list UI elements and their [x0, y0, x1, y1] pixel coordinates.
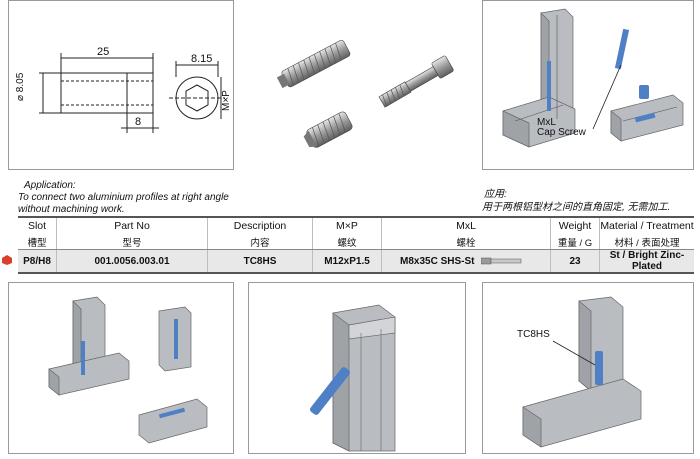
bottom-left-panel [8, 282, 234, 454]
bottom-right-panel: TC8HS [482, 282, 694, 454]
header-description-cn: 内容 [207, 234, 313, 250]
product-illustration [250, 10, 460, 170]
drawing-panel: 25 8.15 ⌀ 8.05 8 M×P [8, 0, 234, 170]
header-weight-cn: 重量 / G [550, 234, 600, 250]
body-side-view [60, 72, 154, 114]
header-part-no-cn: 型号 [56, 234, 208, 250]
technical-drawing [39, 53, 225, 133]
screw-icon [481, 257, 522, 265]
cell-screw-text: M8x35C SHS-St [400, 255, 475, 267]
header-weight: Weight [550, 216, 600, 234]
header-slot-cn: 槽型 [18, 234, 57, 250]
application-text-line1: To connect two aluminium profiles at rig… [18, 192, 229, 203]
header-part-no: Part No [56, 216, 208, 234]
callout-mxl: MxL [537, 117, 556, 128]
assembly-panel: MxL Cap Screw [482, 0, 694, 170]
header-material-cn: 材料 / 表面处理 [599, 234, 694, 250]
callout-cap-screw: Cap Screw [537, 127, 586, 138]
application-text-line2: without machining work. [18, 204, 125, 215]
header-row-cn: 槽型 型号 内容 螺纹 螺栓 重量 / G 材料 / 表面处理 [18, 234, 694, 250]
dim-thread-length: 8 [135, 116, 142, 128]
application-title: Application: [24, 180, 76, 191]
cell-thread: M12xP1.5 [312, 249, 382, 274]
assembly-step-1-illustration [48, 296, 208, 444]
assembly-illustration [502, 8, 684, 148]
callout-tc8hs: TC8HS [517, 329, 550, 340]
dim-diameter: ⌀ 8.05 [15, 72, 26, 101]
header-row-en: Slot Part No Description M×P MxL Weight … [18, 216, 694, 234]
application-text-cn: 用于两根铝型材之间的直角固定, 无需加工. [482, 202, 671, 213]
screws-illustration [276, 39, 454, 148]
bottom-middle-panel [248, 282, 466, 454]
header-description: Description [207, 216, 313, 234]
header-thread-cn: 螺纹 [312, 234, 382, 250]
application-title-cn: 应用: [484, 189, 507, 200]
assembly-step-2-illustration [310, 304, 396, 452]
dim-length: 25 [97, 46, 110, 58]
cell-part-no: 001.0056.003.01 [56, 249, 208, 274]
dim-width: 8.15 [191, 53, 213, 65]
cell-screw: M8x35C SHS-St [381, 249, 551, 274]
cell-material: St / Bright Zinc-Plated [599, 249, 694, 274]
cell-slot: P8/H8 [18, 249, 57, 274]
header-thread: M×P [312, 216, 382, 234]
cell-weight: 23 [550, 249, 600, 274]
spec-table: Slot Part No Description M×P MxL Weight … [18, 216, 694, 274]
header-material: Material / Treatment [599, 216, 694, 234]
row-marker-icon [2, 255, 12, 265]
header-screw: MxL [381, 216, 551, 234]
header-slot: Slot [18, 216, 57, 234]
assembly-step-3-illustration [522, 296, 642, 448]
cell-description: TC8HS [207, 249, 313, 274]
dim-thread: M×P [221, 90, 232, 111]
table-row: P8/H8 001.0056.003.01 TC8HS M12xP1.5 M8x… [18, 249, 694, 274]
header-screw-cn: 螺栓 [381, 234, 551, 250]
